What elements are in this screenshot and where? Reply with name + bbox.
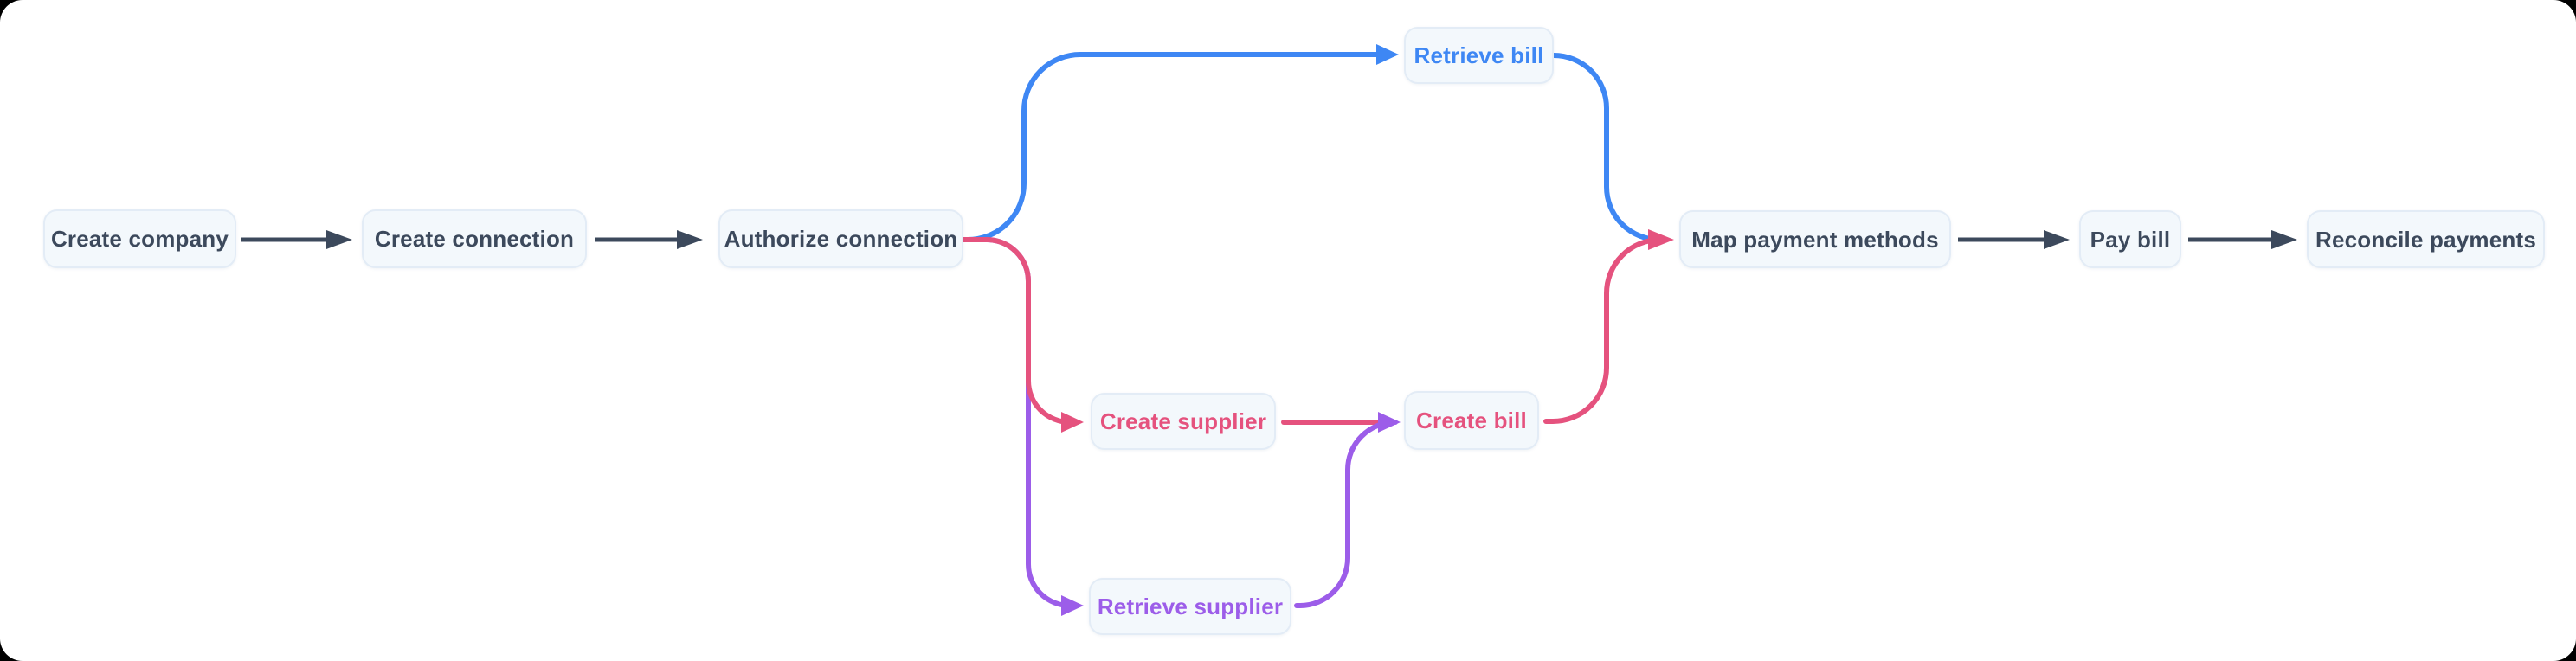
node-create-supplier: Create supplier: [1091, 393, 1276, 450]
node-reconcile-payments: Reconcile payments: [2307, 210, 2545, 268]
edge-authorize-connection-to-create-supplier: [961, 237, 1072, 425]
edge-create-bill-to-map-payment-methods-arrowhead: [1648, 229, 1674, 250]
edge-authorize-connection-to-retrieve-bill-arrowhead: [1376, 44, 1399, 65]
edge-authorize-connection-to-retrieve-supplier-arrowhead: [1061, 595, 1084, 616]
node-create-supplier-label: Create supplier: [1099, 408, 1267, 434]
node-authorize-connection-label: Authorize connection: [724, 226, 958, 252]
edge-authorize-connection-to-retrieve-bill: [961, 52, 1379, 242]
node-create-company-label: Create company: [50, 226, 229, 252]
node-retrieve-bill-label: Retrieve bill: [1414, 42, 1544, 68]
node-authorize-connection: Authorize connection: [718, 209, 963, 268]
node-create-company: Create company: [43, 209, 236, 268]
edge-retrieve-supplier-to-create-bill-arrowhead: [1378, 412, 1401, 433]
edge-create-bill-to-map-payment-methods: [1543, 237, 1662, 424]
edge-retrieve-supplier-to-create-bill: [1294, 420, 1398, 608]
edge-retrieve-bill-to-map-payment-methods: [1551, 53, 1662, 242]
node-create-bill: Create bill: [1404, 391, 1539, 450]
node-map-payment-methods: Map payment methods: [1679, 210, 1951, 268]
edge-map-payment-methods-to-pay-bill-arrowhead: [2044, 230, 2070, 249]
node-retrieve-supplier-label: Retrieve supplier: [1097, 594, 1284, 619]
edge-create-connection-to-authorize-connection-arrowhead: [677, 230, 703, 249]
edge-pay-bill-to-reconcile-payments-arrowhead: [2271, 230, 2297, 249]
node-retrieve-supplier: Retrieve supplier: [1089, 578, 1291, 635]
node-create-connection-label: Create connection: [374, 226, 575, 252]
node-create-connection: Create connection: [362, 209, 587, 268]
node-create-bill-label: Create bill: [1416, 408, 1527, 433]
node-pay-bill-label: Pay bill: [2090, 226, 2171, 253]
edge-authorize-connection-to-retrieve-supplier: [961, 237, 1072, 608]
node-reconcile-payments-label: Reconcile payments: [2315, 226, 2537, 253]
node-map-payment-methods-label: Map payment methods: [1691, 226, 1939, 253]
edge-create-company-to-create-connection-arrowhead: [326, 230, 352, 249]
node-retrieve-bill: Retrieve bill: [1404, 27, 1554, 84]
node-pay-bill: Pay bill: [2079, 210, 2181, 268]
edge-authorize-connection-to-create-supplier-arrowhead: [1061, 412, 1084, 433]
